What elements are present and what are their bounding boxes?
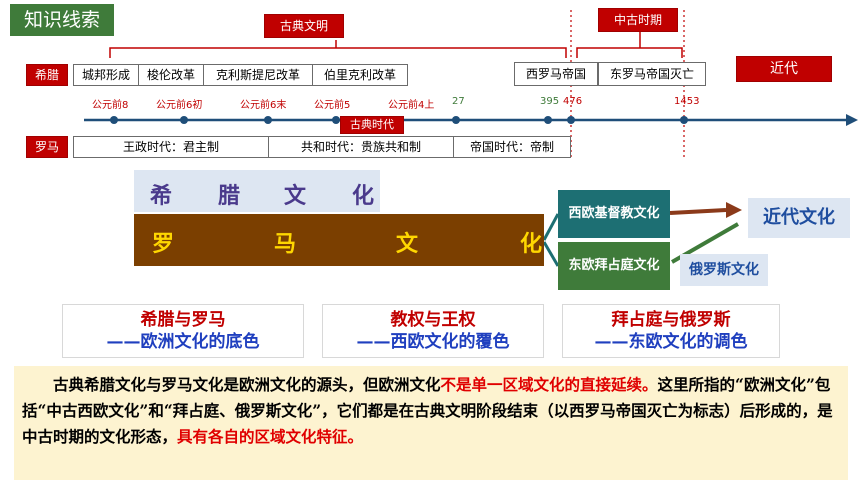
summary-highlight: 不是单一区域文化的直接延续。 [440, 375, 658, 394]
era-modern: 近代 [736, 56, 832, 82]
greece-event-1: 城邦形成 [73, 64, 139, 86]
roman-char: 文 [396, 232, 419, 257]
caption-subtitle: ——东欧文化的调色 [594, 332, 748, 352]
caption-greece-rome: 希腊与罗马 ——欧洲文化的底色 [62, 304, 304, 358]
section-title: 知识线索 [10, 4, 114, 36]
roman-char: 马 [274, 232, 297, 257]
fork-lower [542, 241, 560, 267]
tick-dot [680, 116, 688, 124]
caption-byzantine-russia: 拜占庭与俄罗斯 ——东欧文化的调色 [562, 304, 780, 358]
caption-subtitle: ——西欧文化的覆色 [356, 332, 510, 352]
western-christian-culture: 西欧基督教文化 [558, 190, 670, 238]
summary-highlight: 具有各自的区域文化特征。 [177, 427, 364, 446]
tick-label: 公元前8 [92, 100, 129, 111]
greek-char: 腊 [218, 184, 241, 209]
tick-label: 公元前5 [314, 100, 351, 111]
greek-culture-band: 希 腊 文 化 [134, 170, 380, 212]
rome-period-kingdom: 王政时代：君主制 [73, 136, 269, 158]
classical-bracket [109, 47, 567, 58]
roman-char: 化 [520, 232, 543, 257]
tick-dot [180, 116, 188, 124]
greece-event-4: 伯里克利改革 [312, 64, 408, 86]
tick-dot [110, 116, 118, 124]
era-medieval: 中古时期 [598, 8, 678, 32]
tick-dot [452, 116, 460, 124]
rome-label: 罗马 [26, 136, 68, 158]
greece-label: 希腊 [26, 64, 68, 86]
tick-label: 公元前6末 [240, 100, 287, 111]
greek-char: 文 [284, 184, 307, 209]
timeline-dots [110, 116, 688, 124]
fork-upper [542, 213, 560, 241]
greek-char: 希 [150, 184, 173, 209]
tick-dot [264, 116, 272, 124]
greece-event-3: 克利斯提尼改革 [203, 64, 313, 86]
greece-event-2: 梭伦改革 [138, 64, 204, 86]
tick-label: 1453 [674, 96, 700, 107]
modern-culture: 近代文化 [748, 198, 850, 238]
rome-period-empire: 帝国时代：帝制 [453, 136, 571, 158]
greek-char: 化 [352, 184, 375, 209]
classical-age-tag: 古典时代 [340, 116, 404, 134]
caption-title: 拜占庭与俄罗斯 [611, 310, 731, 330]
timeline-arrow [846, 114, 858, 126]
roman-char: 罗 [152, 232, 175, 257]
tick-dot [567, 116, 575, 124]
summary-text: 古典希腊文化与罗马文化是欧洲文化的源头，但欧洲文化 [53, 375, 441, 394]
tick-dot [544, 116, 552, 124]
russian-culture: 俄罗斯文化 [680, 254, 768, 286]
tick-dot [332, 116, 340, 124]
tick-label: 公元前4上 [388, 100, 435, 111]
tick-label: 27 [452, 96, 465, 107]
summary-paragraph: 古典希腊文化与罗马文化是欧洲文化的源头，但欧洲文化不是单一区域文化的直接延续。这… [14, 366, 848, 480]
tick-label: 395 [540, 96, 560, 107]
summary-text: 这里所指的“欧洲文化”包括“中古西欧文化”和“拜占庭、俄罗斯文化”，它们都是在古… [22, 375, 833, 446]
caption-church-state: 教权与王权 ——西欧文化的覆色 [322, 304, 544, 358]
caption-title: 希腊与罗马 [140, 310, 226, 330]
caption-subtitle: ——欧洲文化的底色 [106, 332, 260, 352]
medieval-bracket [576, 47, 683, 58]
byzantine-culture: 东欧拜占庭文化 [558, 242, 670, 290]
west-rome-empire: 西罗马帝国 [514, 62, 598, 86]
rome-period-republic: 共和时代：贵族共和制 [268, 136, 454, 158]
era-classical: 古典文明 [264, 14, 344, 38]
roman-culture-band: 罗 马 文 化 [134, 214, 544, 266]
caption-title: 教权与王权 [390, 310, 476, 330]
tick-label: 公元前6初 [156, 100, 203, 111]
east-rome-fall: 东罗马帝国灭亡 [598, 62, 706, 86]
arrow-western-to-modern [669, 208, 727, 215]
tick-label: 476 [563, 96, 583, 107]
arrow-western-head [726, 202, 742, 218]
